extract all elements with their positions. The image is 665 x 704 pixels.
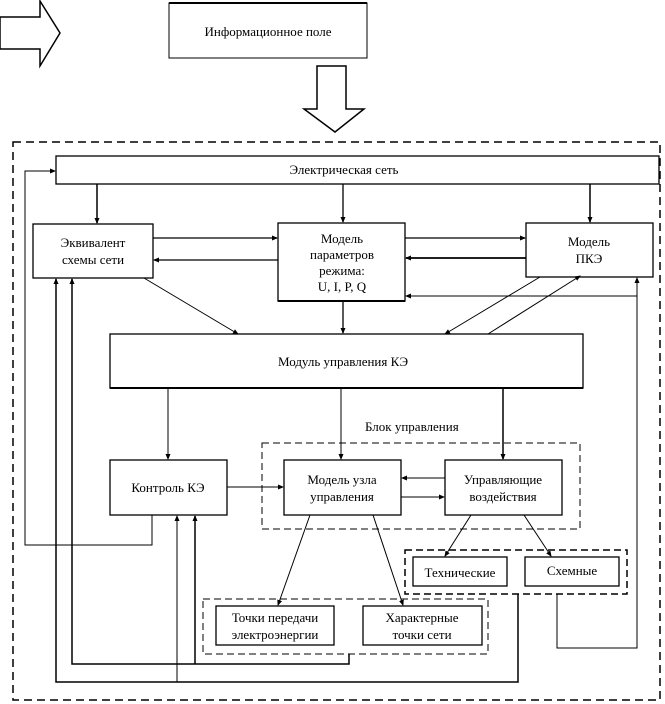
down-block-arrow-icon	[301, 65, 367, 133]
arrow-node-to-characteristic	[372, 514, 404, 606]
schematic-box: Схемные	[524, 556, 620, 587]
connectors	[24, 168, 640, 683]
info-field-label: Информационное поле	[204, 24, 331, 39]
control-actions-label-1: Управляющие	[464, 472, 542, 487]
arrow-actions-to-technical	[444, 514, 472, 557]
qe-control-module-box: Модуль управления КЭ	[109, 333, 584, 389]
control-node-label-1: Модель узла	[307, 472, 377, 487]
feedback-qe-control-to-network	[24, 168, 153, 546]
transfer-points-label-2: электроэнергии	[232, 627, 319, 642]
transfer-points-label-1: Точки передачи	[232, 610, 318, 625]
control-actions-box: Управляющие воздействия	[444, 459, 563, 516]
arrow-actions-to-schematic	[523, 514, 552, 557]
pqe-model-label-1: Модель	[568, 234, 610, 249]
feedback-schematic-to-pqe	[556, 277, 640, 649]
mode-parameters-label-3: режима:	[319, 263, 365, 278]
arrow-node-to-transfer-points	[277, 514, 311, 606]
mode-parameters-model-box: Модель параметров режима: U, I, P, Q	[277, 222, 406, 302]
pqe-model-box: Модель ПКЭ	[525, 222, 654, 278]
characteristic-points-label-1: Характерные	[386, 610, 459, 625]
arrow-module-to-pqe	[487, 275, 581, 335]
mode-parameters-label-2: параметров	[310, 247, 374, 262]
control-actions-label-2: воздействия	[469, 489, 536, 504]
pqe-model-label-2: ПКЭ	[576, 251, 603, 266]
arrow-pqe-to-module	[444, 276, 541, 335]
feedback-transfer-to-equivalent	[69, 278, 350, 665]
mode-parameters-label-1: Модель	[321, 231, 363, 246]
equivalent-scheme-box: Эквивалент схемы сети	[32, 223, 154, 279]
mode-parameters-label-4: U, I, P, Q	[318, 279, 367, 294]
control-node-label-2: управления	[310, 489, 374, 504]
qe-control-box: Контроль КЭ	[109, 459, 228, 516]
action-types-group	[404, 549, 628, 595]
control-block-group	[261, 442, 581, 530]
technical-box: Технические	[412, 556, 508, 587]
control-node-model-box: Модель узла управления	[283, 459, 402, 516]
electric-network-box: Электрическая сеть	[55, 155, 660, 185]
electric-network-label: Электрическая сеть	[290, 162, 399, 177]
qe-control-label: Контроль КЭ	[131, 480, 205, 495]
characteristic-points-label-2: точки сети	[392, 627, 451, 642]
control-block-label: Блок управления	[365, 419, 459, 434]
equivalent-scheme-label-1: Эквивалент	[61, 235, 126, 250]
arrow-equivalent-to-module	[143, 277, 239, 335]
characteristic-points-box: Характерные точки сети	[362, 605, 483, 646]
input-block-arrow-icon	[0, 0, 61, 69]
schematic-label: Схемные	[547, 563, 598, 578]
network-points-group	[202, 598, 489, 655]
system-frame	[12, 141, 661, 701]
feedback-types-to-equivalent	[53, 278, 519, 683]
info-field-box: Информационное поле	[168, 2, 368, 59]
transfer-points-box: Точки передачи электроэнергии	[215, 605, 335, 646]
technical-label: Технические	[425, 565, 496, 580]
qe-control-module-label: Модуль управления КЭ	[278, 354, 408, 369]
equivalent-scheme-label-2: схемы сети	[62, 252, 124, 267]
